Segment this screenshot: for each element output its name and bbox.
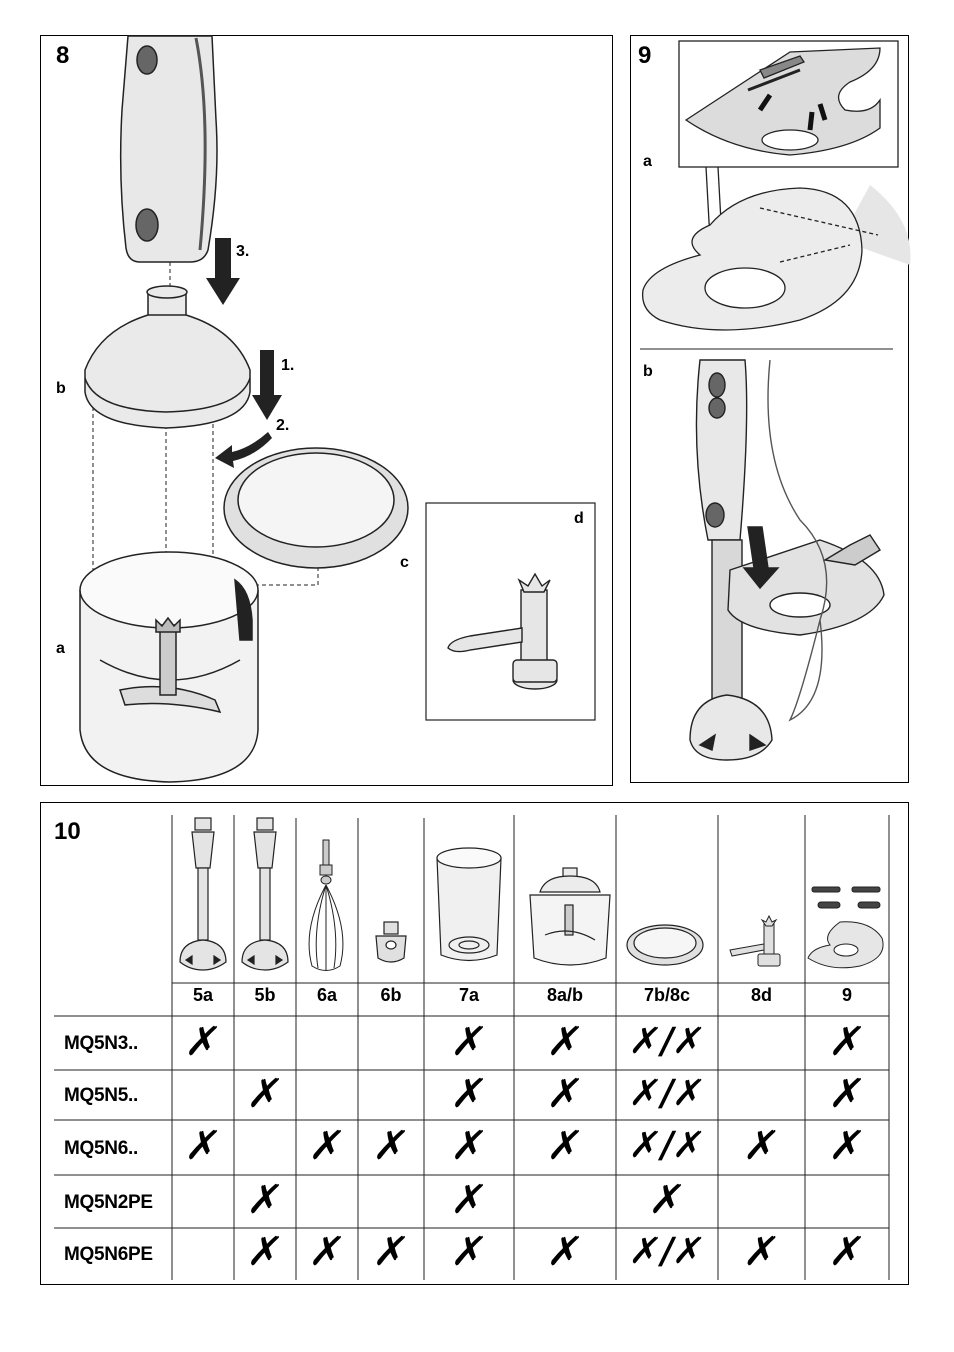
row-label-mq5n6: MQ5N6.. xyxy=(64,1138,138,1159)
col-header-5a: 5a xyxy=(192,985,214,1005)
figure-8-label-a: a xyxy=(56,640,65,657)
col-header-6b: 6b xyxy=(380,985,402,1005)
col-header-5b: 5b xyxy=(254,985,276,1005)
hand-blender-icon xyxy=(689,359,885,761)
col-header-8d: 8d xyxy=(750,985,772,1005)
col-header-7b8c: 7b/8c xyxy=(643,985,691,1005)
seal-ring-icon xyxy=(223,447,409,569)
motor-handle-icon xyxy=(119,35,218,263)
compat-mark: ✗ xyxy=(544,1071,586,1117)
compat-mark: ✗ xyxy=(370,1229,412,1275)
figure-8-label-c: c xyxy=(400,554,409,571)
compat-mark: ✗ xyxy=(448,1071,490,1117)
compat-mark: ✗ xyxy=(544,1019,586,1065)
row-label-mq5n6pe: MQ5N6PE xyxy=(64,1244,153,1265)
figure-8-label-b: b xyxy=(56,380,66,397)
compat-mark: ✗ xyxy=(544,1123,586,1169)
col-header-7a: 7a xyxy=(458,985,480,1005)
compat-mark: ✗ xyxy=(370,1123,412,1169)
compat-mark: ✗ xyxy=(740,1123,783,1169)
compat-mark: ✗ xyxy=(244,1071,286,1117)
compat-mark: ✗ xyxy=(448,1229,490,1275)
wall-holder-icon xyxy=(641,40,911,331)
figure-9-illustration xyxy=(640,40,911,761)
compat-mark: ✗/✗ xyxy=(626,1125,708,1166)
chopper-bowl-icon xyxy=(79,551,259,783)
ice-blade-icon xyxy=(447,572,558,690)
wall-holder-small-icon xyxy=(807,886,884,969)
whisk-icon xyxy=(308,839,344,971)
compat-mark: ✗ xyxy=(826,1229,868,1275)
figure-8-number: 8 xyxy=(56,42,70,69)
compat-mark: ✗/✗ xyxy=(626,1021,708,1062)
figure-9-number: 9 xyxy=(638,42,652,69)
beaker-icon xyxy=(436,847,502,962)
compat-mark: ✗ xyxy=(646,1177,688,1223)
compat-mark: ✗ xyxy=(448,1123,490,1169)
figure-9-label-b: b xyxy=(643,363,653,380)
compat-mark: ✗ xyxy=(306,1123,348,1169)
figure-8-step-3: 3. xyxy=(236,243,250,260)
compat-mark: ✗/✗ xyxy=(626,1231,708,1272)
compat-mark: ✗/✗ xyxy=(626,1073,708,1114)
chopper-bowl-small-icon xyxy=(529,867,611,966)
col-header-9: 9 xyxy=(841,985,852,1005)
compat-mark: ✗ xyxy=(826,1071,868,1117)
compat-mark: ✗ xyxy=(544,1229,586,1275)
row-label-mq5n3: MQ5N3.. xyxy=(64,1033,138,1054)
compat-mark: ✗ xyxy=(244,1177,286,1223)
figure-8-illustration xyxy=(79,35,596,783)
gear-adapter-icon xyxy=(375,921,407,963)
figure-10-number: 10 xyxy=(54,818,81,845)
ice-blade-icon xyxy=(729,914,781,967)
row-label-mq5n5: MQ5N5.. xyxy=(64,1085,138,1106)
col-header-8ab: 8a/b xyxy=(546,985,584,1005)
lid-icon xyxy=(626,924,704,966)
compat-mark: ✗ xyxy=(182,1019,224,1065)
compat-mark: ✗ xyxy=(826,1123,868,1169)
compat-mark: ✗ xyxy=(182,1123,224,1169)
blender-5a-icon xyxy=(179,817,227,971)
col-header-6a: 6a xyxy=(316,985,338,1005)
figure-9-label-a: a xyxy=(643,153,652,170)
compat-mark: ✗ xyxy=(826,1019,868,1065)
figure-8-step-2: 2. xyxy=(276,417,290,434)
figure-8-label-d: d xyxy=(574,510,584,527)
compat-mark: ✗ xyxy=(244,1229,286,1275)
compat-mark: ✗ xyxy=(448,1019,490,1065)
row-label-mq5n2pe: MQ5N2PE xyxy=(64,1192,153,1213)
compat-mark: ✗ xyxy=(740,1229,783,1275)
figure-8-step-1: 1. xyxy=(281,357,295,374)
blender-5b-icon xyxy=(241,817,289,971)
compat-mark: ✗ xyxy=(448,1177,490,1223)
lid-icon xyxy=(84,285,251,429)
compat-mark: ✗ xyxy=(306,1229,348,1275)
